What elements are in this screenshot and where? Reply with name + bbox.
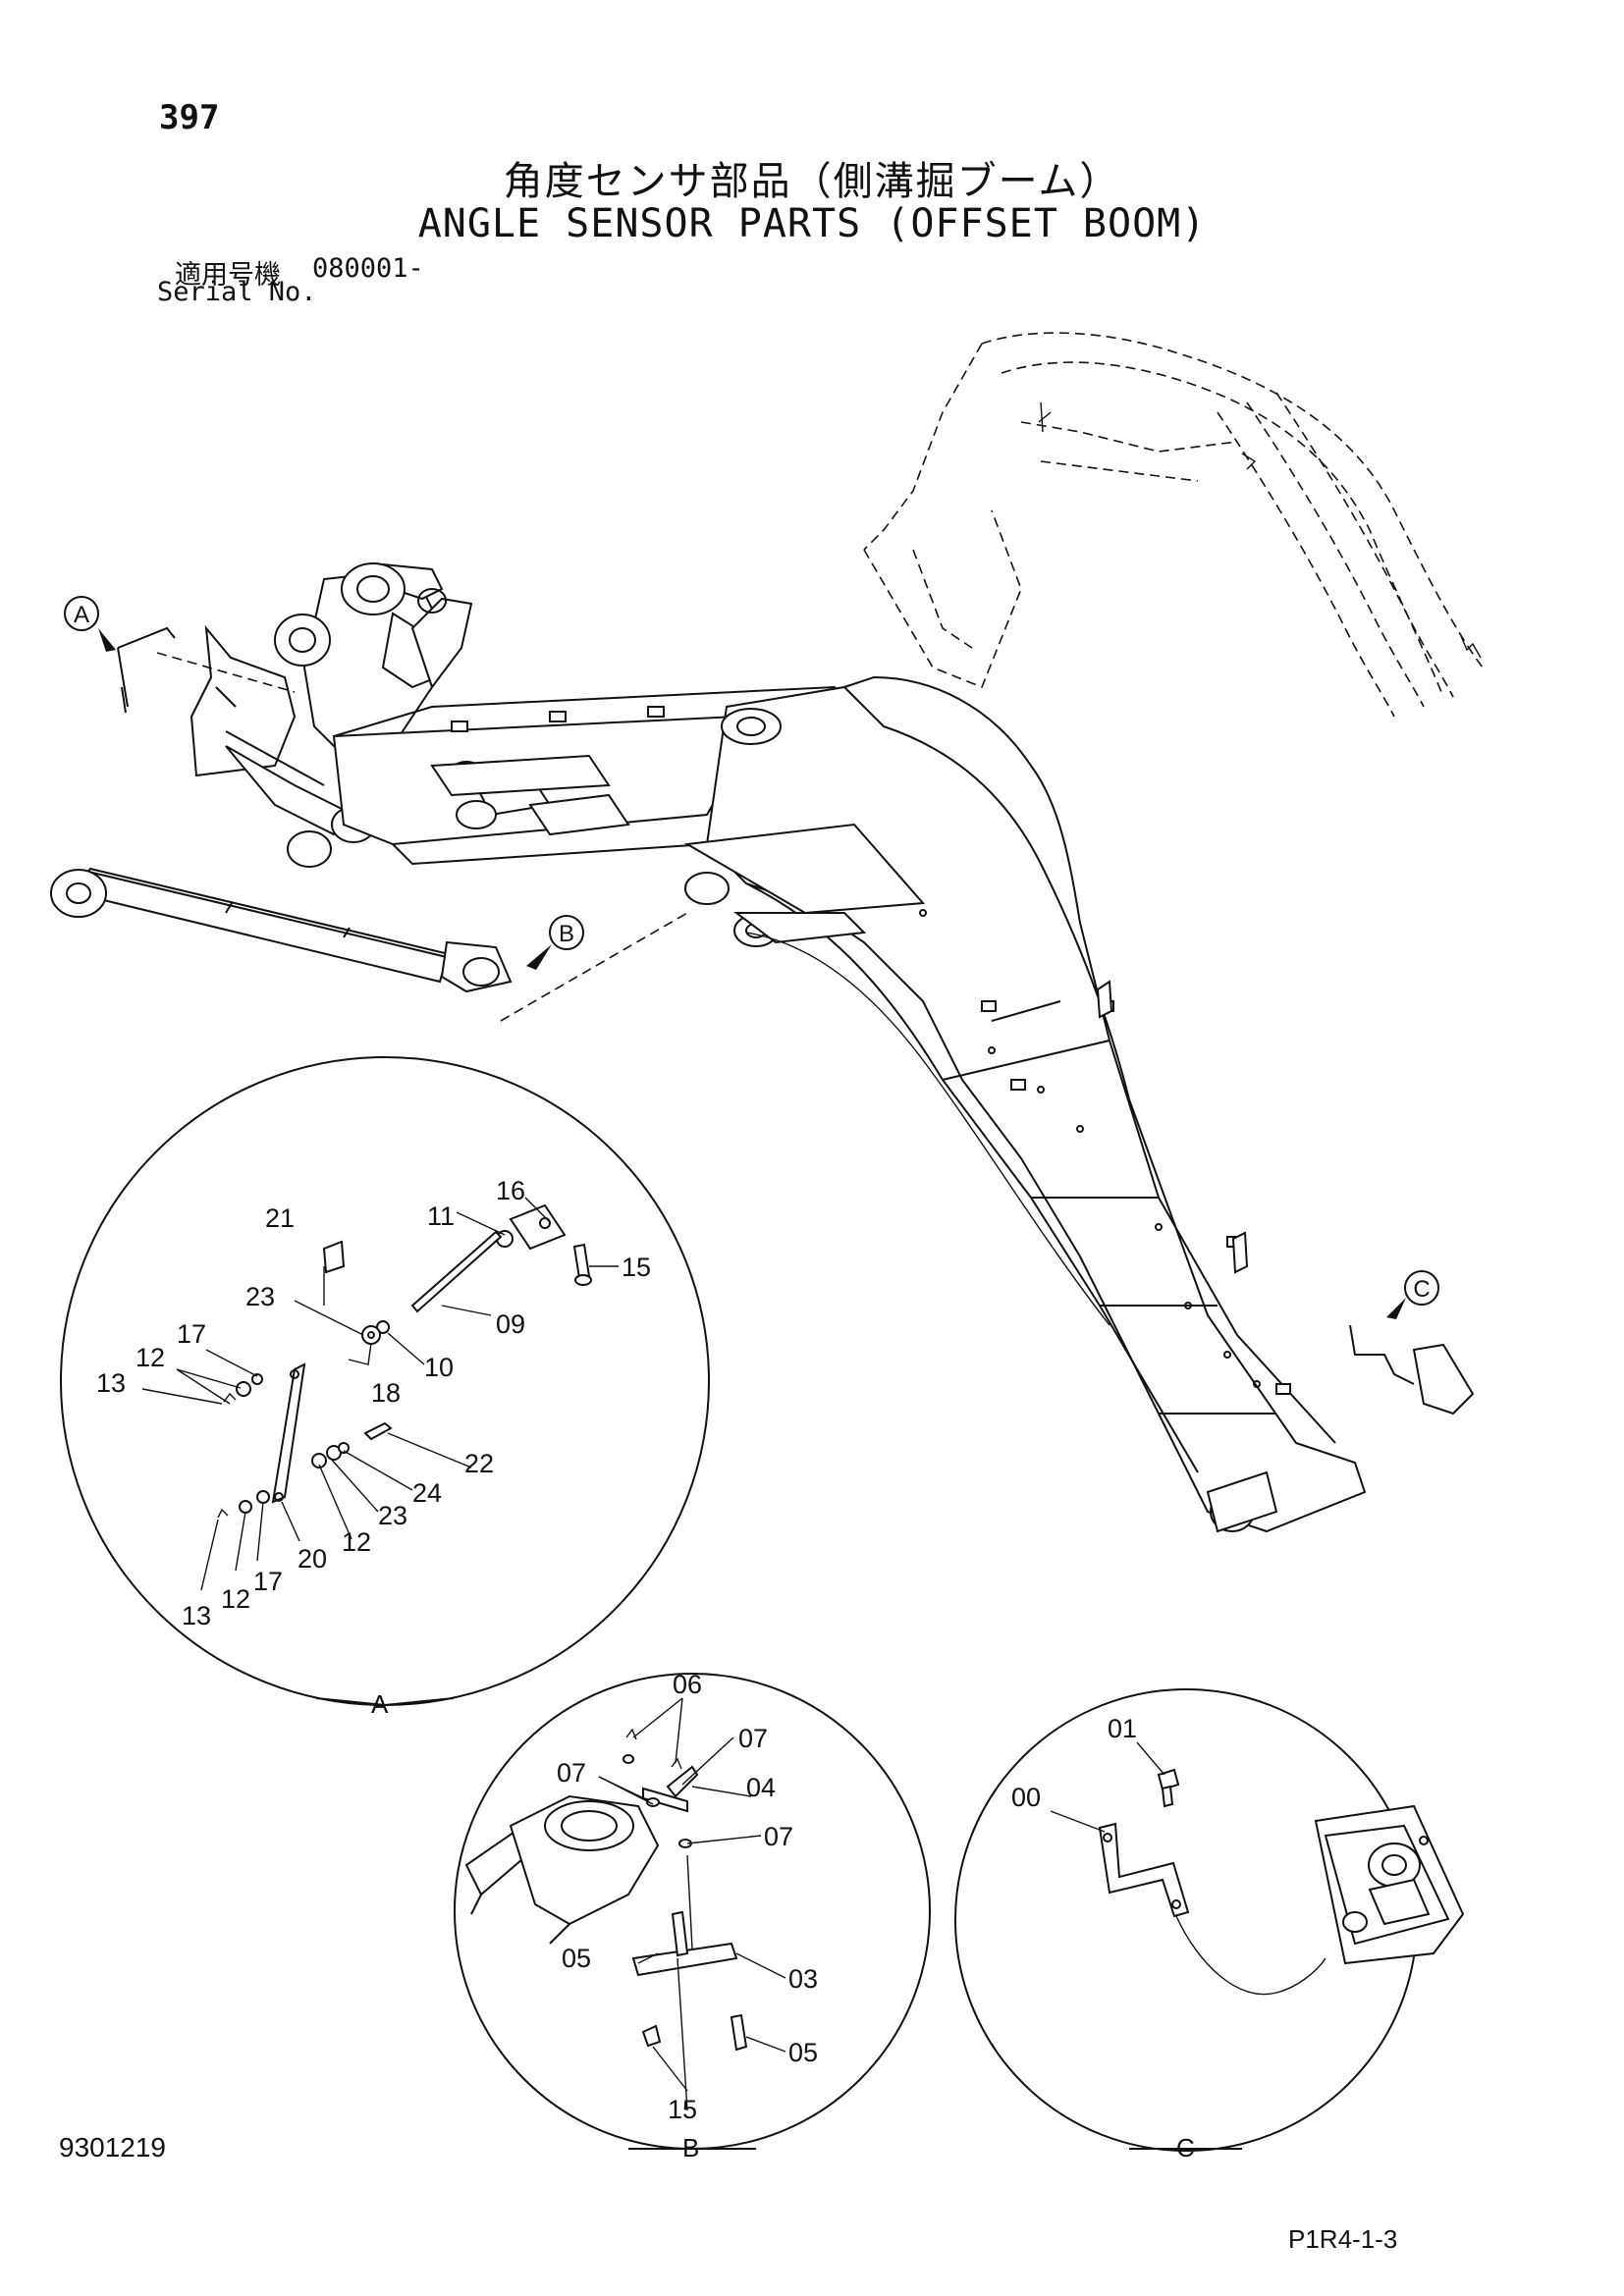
part-label-06: 06 (673, 1670, 702, 1699)
serial-label-english: Serial No. (157, 277, 317, 307)
part-label-13: 13 (96, 1368, 126, 1398)
part-label-09: 09 (496, 1309, 525, 1339)
svg-text:A: A (74, 602, 89, 628)
part-label-12: 12 (135, 1343, 165, 1372)
part-label-07b: 07 (557, 1758, 586, 1788)
detail-c-label: C (1176, 2133, 1195, 2163)
serial-range: 080001- (312, 253, 424, 284)
offset-boom-assembly (189, 562, 1367, 1533)
part-label-04: 04 (746, 1773, 776, 1802)
part-label-23: 23 (245, 1282, 275, 1311)
part-label-17: 17 (177, 1319, 206, 1349)
document-number: 9301219 (59, 2132, 167, 2163)
serial-label-japanese: 適用号機 (175, 260, 281, 291)
leader-b (500, 912, 688, 1022)
boom-cylinder (50, 867, 513, 993)
callout-b: B (526, 915, 584, 970)
svg-text:B: B (559, 921, 574, 947)
part-label-11: 11 (427, 1201, 455, 1231)
part-label-15b: 15 (668, 2095, 697, 2124)
part-label-12c: 12 (221, 1584, 250, 1614)
detail-c-view: 01 00 C (954, 1688, 1465, 2163)
reference-arm-outline (863, 332, 1484, 718)
callout-a: A (64, 596, 176, 714)
part-label-15: 15 (622, 1253, 651, 1282)
page-number: 397 (159, 98, 220, 137)
part-label-13b: 13 (182, 1601, 211, 1630)
detail-b-view: 06 07 07 04 07 05 03 05 15 B (454, 1670, 931, 2163)
part-label-24: 24 (412, 1478, 442, 1508)
part-label-01: 01 (1108, 1714, 1137, 1743)
svg-text:C: C (1413, 1276, 1430, 1303)
part-label-20: 20 (298, 1544, 327, 1574)
part-label-05a: 05 (562, 1944, 591, 1973)
callout-c: C (1349, 1270, 1475, 1415)
page-code: P1R4-1-3 (1288, 2224, 1398, 2254)
detail-a-label: A (371, 1689, 389, 1719)
page-title-japanese: 角度センサ部品（側溝掘ブーム） (503, 159, 1121, 204)
part-label-00: 00 (1011, 1783, 1041, 1812)
part-label-21: 21 (265, 1203, 295, 1233)
part-label-12b: 12 (342, 1527, 371, 1557)
part-label-07a: 07 (738, 1724, 768, 1753)
part-label-23b: 23 (378, 1501, 407, 1530)
part-label-05b: 05 (788, 2038, 818, 2067)
leader-a (156, 652, 296, 693)
part-label-10: 10 (424, 1353, 454, 1382)
detail-b-label: B (682, 2133, 699, 2163)
part-label-18: 18 (371, 1378, 401, 1408)
part-label-16: 16 (496, 1176, 525, 1205)
part-label-22: 22 (464, 1449, 494, 1478)
detail-a-view: 16 11 15 21 09 23 17 12 13 18 10 22 24 2… (60, 1056, 710, 1719)
part-label-07c: 07 (764, 1822, 793, 1851)
page-title-english: ANGLE SENSOR PARTS (OFFSET BOOM) (417, 201, 1207, 246)
part-label-03: 03 (788, 1964, 818, 1994)
part-label-17b: 17 (253, 1567, 283, 1596)
